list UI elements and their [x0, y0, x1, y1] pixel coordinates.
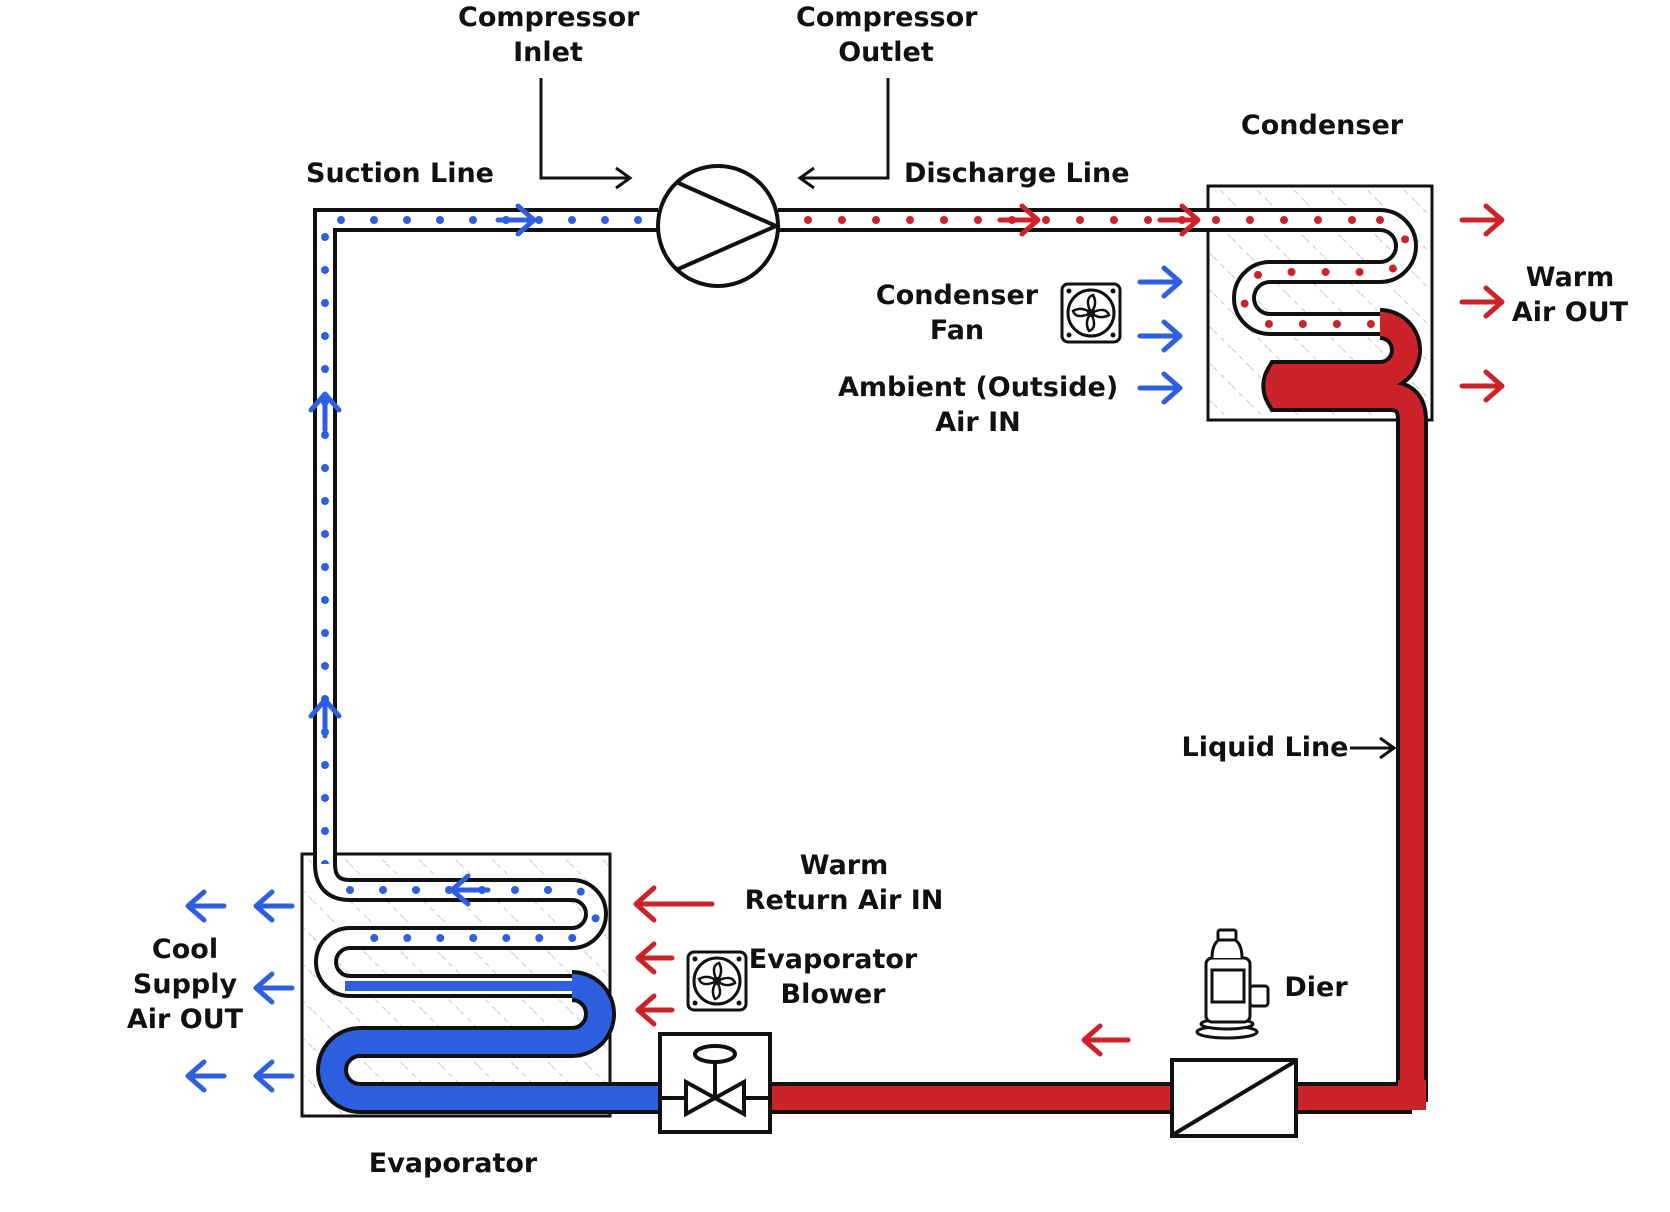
compressor-inlet-pointer: [539, 78, 633, 190]
liquid-line-pointer: [1350, 736, 1397, 760]
ambient-air-in-label: Ambient (Outside) Air IN: [838, 372, 1119, 438]
expansion-valve: [658, 1032, 772, 1134]
warm-return-air-in-arrow: [633, 885, 715, 923]
discharge-flow-arrow: [997, 203, 1041, 237]
compressor-outlet-pointer: [797, 78, 890, 190]
warm-return-air-in-label: Warm Return Air IN: [744, 850, 944, 916]
ambient-air-in-arrow: [1137, 265, 1183, 299]
compressor: [656, 164, 781, 288]
suction-flow-arrow: [495, 203, 537, 237]
condenser-fan-label: Condenser Fan: [875, 280, 1039, 346]
cool-supply-air-out-arrow: [185, 889, 227, 923]
suction-line-label: Suction Line: [306, 158, 494, 189]
discharge-flow-arrow: [1157, 203, 1201, 237]
condenser-coil: [1232, 208, 1428, 1102]
liquid-line-pipe: [712, 1080, 1428, 1114]
compressor-inlet-label: Compressor Inlet: [458, 2, 640, 68]
suction-flow-arrow: [308, 391, 342, 433]
discharge-line-label: Discharge Line: [904, 158, 1130, 189]
condenser-label: Condenser: [1240, 110, 1404, 141]
suction-line-pipe: [313, 208, 662, 868]
drier-canister-icon: [1195, 928, 1270, 1040]
condenser-fan-icon: [1060, 282, 1122, 344]
cool-supply-air-out-arrow: [185, 1059, 227, 1093]
cool-supply-air-out-arrow: [253, 889, 295, 923]
evaporator-flow-arrow: [449, 873, 491, 907]
evaporator-blower-icon: [686, 950, 748, 1012]
warm-air-out-arrow: [1459, 285, 1505, 319]
suction-flow-arrow: [308, 697, 342, 739]
liquid-line-label: Liquid Line: [1181, 732, 1349, 763]
warm-return-air-in-arrow: [635, 941, 675, 975]
ambient-air-in-arrow: [1137, 319, 1183, 353]
warm-air-out-arrow: [1459, 369, 1505, 403]
cool-supply-air-out-label: Cool Supply Air OUT: [126, 934, 244, 1035]
evaporator-coil: [313, 863, 660, 1114]
cool-supply-air-out-arrow: [253, 971, 295, 1005]
cool-supply-air-out-arrow: [253, 1059, 295, 1093]
warm-air-out-label: Warm Air OUT: [1511, 262, 1629, 328]
evaporator-label: Evaporator: [368, 1148, 538, 1179]
evaporator-blower-label: Evaporator Blower: [748, 944, 918, 1010]
warm-air-out-arrow: [1459, 203, 1505, 237]
liquid-flow-arrow: [1081, 1023, 1131, 1057]
warm-return-air-in-arrow: [635, 993, 675, 1027]
dier-label: Dier: [1284, 972, 1348, 1003]
drier-filter: [1170, 1058, 1298, 1138]
compressor-outlet-label: Compressor Outlet: [796, 2, 978, 68]
ambient-air-in-arrow: [1137, 371, 1183, 405]
